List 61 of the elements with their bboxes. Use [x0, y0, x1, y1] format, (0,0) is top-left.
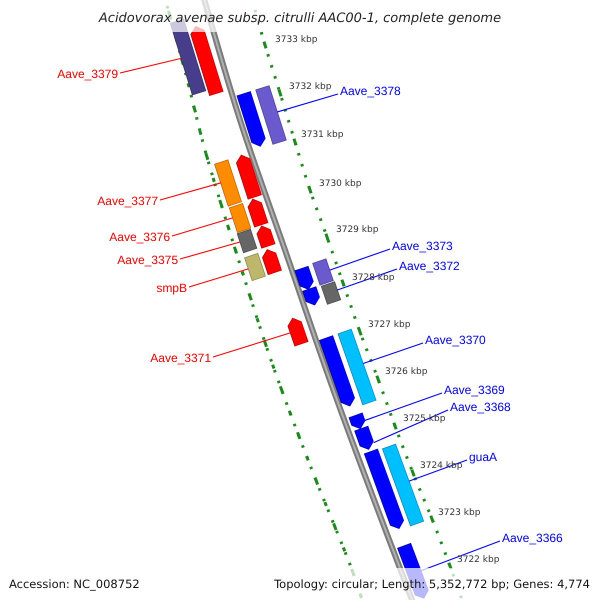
scale-label: 3723 kbp — [438, 508, 480, 518]
gene-bar — [214, 159, 242, 207]
gene-feature — [319, 335, 355, 406]
gene-bar — [320, 281, 342, 305]
gene-label: Aave_3366 — [502, 532, 563, 544]
gene-label: Aave_3372 — [399, 260, 460, 272]
title: Acidovorax avenae subsp. citrulli AAC00-1, complete genome — [97, 11, 502, 26]
leader-line — [374, 410, 448, 444]
gene-label: Aave_3375 — [117, 254, 178, 266]
gene-label: Aave_3379 — [57, 68, 118, 80]
scale-label: 3729 kbp — [336, 225, 378, 235]
leader-line — [337, 268, 398, 290]
leader-line — [120, 58, 182, 74]
scale-label: 3732 kbp — [289, 82, 332, 92]
leader-line — [330, 248, 390, 271]
gene-bar — [228, 202, 252, 234]
gene-label: Aave_3376 — [109, 231, 170, 243]
gene-label: Aave_3371 — [150, 352, 211, 364]
gene-label: Aave_3368 — [450, 401, 511, 413]
gene-feature — [348, 412, 366, 430]
leader-line — [212, 332, 290, 358]
scale-label: 3726 kbp — [385, 367, 428, 377]
leader-line — [172, 217, 233, 237]
gene-bar — [338, 328, 376, 406]
scale-label: 3730 kbp — [319, 179, 362, 189]
scale-label: 3727 kbp — [368, 320, 410, 330]
gene-bar — [255, 85, 287, 145]
gene-label: Aave_3377 — [97, 195, 158, 207]
gene-label: guaA — [469, 451, 498, 463]
leader-line — [277, 93, 338, 112]
accession-text: Accession: NC_008752 — [9, 577, 140, 591]
scale-label: 3725 kbp — [403, 414, 446, 424]
gene-feature — [256, 226, 276, 249]
gene-feature — [236, 91, 266, 147]
gene-feature — [294, 266, 314, 290]
leader-line — [188, 268, 248, 288]
genome-stats-text: Topology: circular; Length: 5,352,772 bp; Genes: 4,774 — [274, 577, 590, 591]
gene-feature — [288, 318, 309, 347]
leader-line — [408, 459, 468, 482]
gene-label: Aave_3370 — [425, 334, 486, 346]
scale-label: 3733 kbp — [275, 35, 318, 45]
gene-feature — [302, 286, 320, 306]
gene-label: Aave_3373 — [392, 240, 453, 252]
gene-bar — [312, 258, 334, 286]
leader-line — [363, 342, 424, 364]
gene-feature — [248, 198, 268, 228]
gene-bar — [244, 252, 266, 282]
gene-feature — [364, 448, 404, 529]
gene-bar — [236, 228, 258, 254]
leader-line — [180, 242, 240, 260]
gene-feature — [262, 249, 282, 276]
gene-label: Aave_3378 — [340, 85, 401, 97]
gene-label: Aave_3369 — [444, 384, 505, 396]
scale-label: 3722 kbp — [457, 555, 500, 565]
gene-feature — [354, 426, 374, 450]
gene-label: smpB — [156, 282, 187, 294]
scale-label: 3731 kbp — [301, 130, 344, 140]
leader-line — [160, 182, 221, 201]
gene-feature — [236, 154, 262, 200]
leader-line — [364, 392, 442, 421]
scale-label: 3728 kbp — [352, 273, 394, 283]
